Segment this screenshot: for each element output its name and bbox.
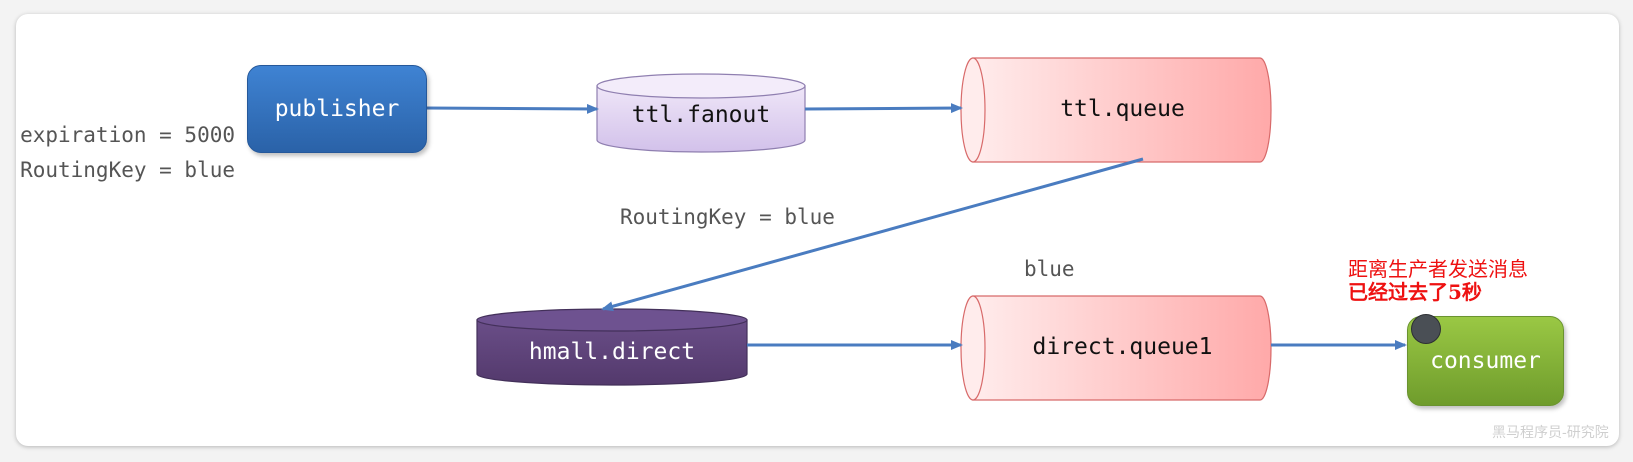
expiration-label: expiration = 5000 [20,123,235,147]
diagram-svg [424,57,1407,401]
dlx-routing-key-label: RoutingKey = blue [620,205,835,229]
publisher-label: publisher [274,96,400,122]
publisher-node: publisher [247,65,427,153]
consumer-label: consumer [1430,348,1541,374]
consumer-node: consumer [1407,316,1564,406]
arrow-fanout-to-ttl-queue [804,103,963,114]
diagram-canvas: expiration = 5000 RoutingKey = blue publ… [16,14,1619,446]
direct-queue1-label: direct.queue1 [1032,334,1213,360]
message-dot-icon [1411,314,1441,344]
hmall-direct-exchange [476,308,748,386]
direct-queue1 [960,295,1272,401]
publisher-routing-key-label: RoutingKey = blue [20,158,235,182]
timing-note: 距离生产者发送消息 已经过去了5秒 [1348,258,1528,304]
arrow-ttl-queue-to-direct [601,157,1144,312]
ttl-queue-label: ttl.queue [1060,96,1185,122]
timing-note-line2: 已经过去了5秒 [1348,280,1482,304]
binding-key-label: blue [1024,257,1075,281]
hmall-direct-label: hmall.direct [528,339,696,365]
ttl-fanout-label: ttl.fanout [631,102,771,128]
ttl-fanout-exchange [596,73,806,153]
timing-note-line1: 距离生产者发送消息 [1348,257,1528,281]
watermark: 黑马程序员-研究院 [1492,425,1609,441]
arrow-publisher-to-fanout [424,103,599,114]
ttl-queue [960,57,1272,163]
